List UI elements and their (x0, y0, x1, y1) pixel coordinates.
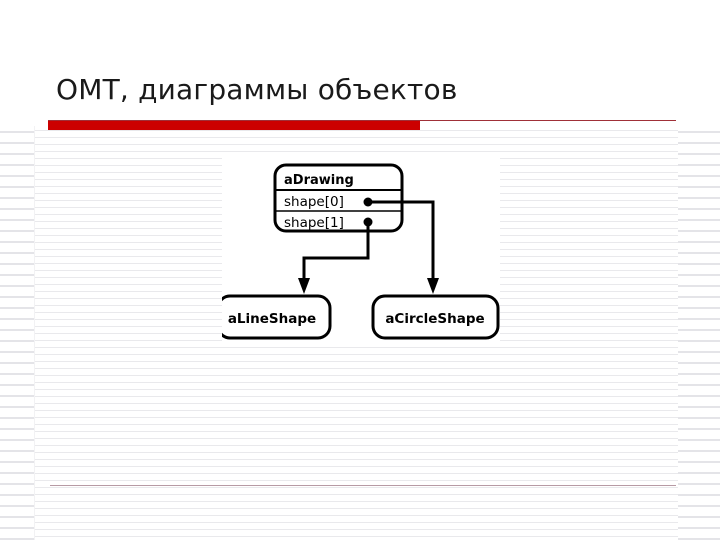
object-box-acircleshape-name: aCircleShape (385, 311, 484, 327)
link-shape0-to-acircleshape (363, 197, 439, 294)
object-box-adrawing-outline (273, 163, 404, 233)
object-box-acircleshape: aCircleShape (371, 294, 500, 340)
omt-object-diagram-figure: aDrawing shape[0] shape[1] aLineShape (222, 158, 500, 344)
object-box-adrawing-name: aDrawing (284, 173, 354, 188)
object-box-adrawing-attribute-1: shape[1] (284, 215, 344, 231)
link-path-shape0 (368, 200, 435, 282)
title-underline-accent-bar (48, 121, 420, 130)
object-box-adrawing-attribute-0: shape[0] (284, 194, 344, 210)
background-stripes-right-margin (678, 126, 720, 540)
footer-rule (50, 485, 676, 486)
object-box-alineshape: aLineShape (222, 294, 332, 340)
title-underline-thin (48, 120, 676, 121)
arrowhead-acircleshape (427, 278, 439, 294)
arrowhead-alineshape (298, 278, 310, 294)
link-shape1-to-alineshape (298, 217, 373, 294)
object-box-adrawing: aDrawing shape[0] shape[1] (273, 163, 404, 233)
link-path-shape1 (302, 222, 370, 282)
object-box-alineshape-name: aLineShape (228, 311, 316, 327)
object-box-acircleshape-outline (371, 294, 500, 340)
page-title: OMT, диаграммы объектов (56, 73, 458, 106)
background-stripes-left-margin (0, 126, 34, 540)
left-margin-divider (34, 126, 35, 540)
object-box-alineshape-outline (222, 294, 332, 340)
